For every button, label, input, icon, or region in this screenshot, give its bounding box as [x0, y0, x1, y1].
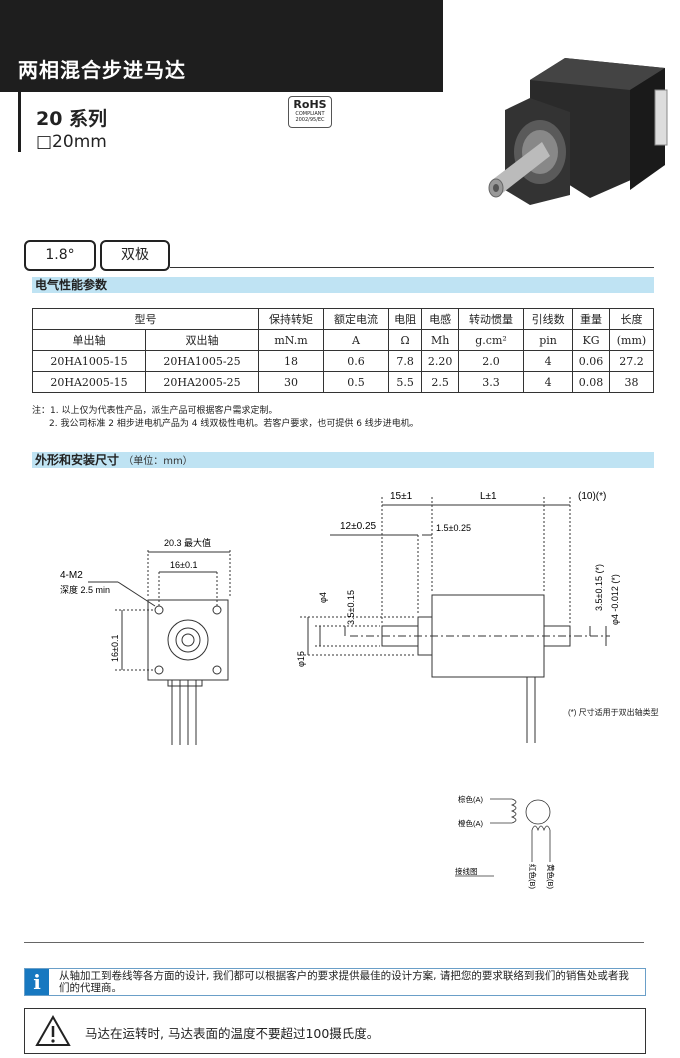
- wiring-diagram: 棕色(A) 橙色(A) 红色(B) 黄色(B) 接线图: [455, 794, 556, 889]
- dim-shaft-right: φ4 -0.012 (*): [610, 574, 620, 625]
- unit-cell: Mh: [421, 329, 460, 351]
- section-electrical: 电气性能参数: [32, 277, 654, 293]
- info-text: 从轴加工到卷线等各方面的设计, 我们都可以根据客户的要求提供最佳的设计方案, 请…: [59, 970, 629, 994]
- series-rule: [18, 92, 21, 152]
- section-dimensions: 外形和安装尺寸 （单位：mm）: [32, 452, 654, 468]
- note-2: 2. 我公司标准 2 相步进电机产品为 4 线双极性电机。若客户要求，也可提供 …: [49, 419, 419, 429]
- th-single-shaft: 单出轴: [31, 329, 147, 351]
- dim-front-height: 16±0.1: [110, 635, 120, 662]
- table-cell: 2.5: [421, 371, 460, 393]
- wire-a2: 橙色(A): [458, 818, 483, 828]
- page-title: 两相混合步进马达: [18, 58, 186, 82]
- table-cell: 18: [258, 350, 325, 372]
- table-cell: 20HA1005-15: [31, 350, 147, 372]
- dim-side-a: 15±1: [390, 491, 413, 502]
- section-dimensions-unit: （单位：mm）: [123, 456, 193, 467]
- step-angle-tag: 1.8°: [24, 240, 96, 271]
- th-inertia: 转动惯量: [458, 308, 525, 330]
- table-cell: 4: [523, 350, 574, 372]
- table-cell: 2.0: [458, 350, 525, 372]
- dim-side-c: (10)(*): [578, 491, 606, 502]
- table-cell: 3.3: [458, 371, 525, 393]
- section-electrical-title: 电气性能参数: [35, 278, 108, 292]
- table-cell: 7.8: [387, 350, 423, 372]
- unit-cell: A: [323, 329, 389, 351]
- spec-table: 型号 保持转矩 额定电流 电阻 电感 转动惯量 引线数 重量 长度 单出轴 双出…: [31, 308, 655, 393]
- table-cell: 2.20: [421, 350, 460, 372]
- table-cell: 38: [608, 371, 655, 393]
- dim-shaft: φ4: [318, 592, 328, 603]
- warning-box: 马达在运转时, 马达表面的温度不要超过100摄氏度。: [24, 1008, 646, 1054]
- rohs-line2: 2002/95/EC: [295, 117, 325, 123]
- table-cell: 0.6: [323, 350, 389, 372]
- dim-front-width: 20.3 最大值: [164, 537, 211, 548]
- th-model: 型号: [31, 308, 260, 330]
- side-view-drawing: 15±1 L±1 (10)(*) 12±0.25 1.5±0.25 φ4 3.5…: [296, 491, 620, 743]
- front-view-drawing: 20.3 最大值 16±0.1 4-M2 深度 2.5 min 16±0.1: [60, 537, 231, 745]
- th-weight: 重量: [572, 308, 610, 330]
- divider: [170, 267, 654, 268]
- th-double-shaft: 双出轴: [145, 329, 260, 351]
- unit-cell: g.cm²: [458, 329, 525, 351]
- table-cell: 5.5: [387, 371, 423, 393]
- unit-cell: Ω: [387, 329, 423, 351]
- table-row: 20HA1005-15 20HA1005-25 18 0.6 7.8 2.20 …: [31, 350, 655, 372]
- warning-icon: [35, 1015, 71, 1046]
- divider: [24, 942, 644, 943]
- wire-b1: 红色(B): [528, 864, 538, 889]
- dim-side-b: L±1: [480, 491, 497, 502]
- dim-hole-depth: 深度 2.5 min: [60, 584, 110, 595]
- th-leads: 引线数: [523, 308, 574, 330]
- rohs-mark: RoHS: [293, 98, 327, 111]
- info-box: i 从轴加工到卷线等各方面的设计, 我们都可以根据客户的要求提供最佳的设计方案,…: [24, 968, 646, 996]
- motor-photo: [488, 58, 668, 205]
- polarity-tag: 双极: [100, 240, 170, 271]
- rohs-line1: COMPLIANT: [295, 111, 325, 117]
- wire-b2: 黄色(B): [546, 864, 556, 889]
- table-cell: 0.08: [572, 371, 610, 393]
- section-dimensions-title: 外形和安装尺寸: [35, 453, 120, 467]
- table-unit-row: 单出轴 双出轴 mN.m A Ω Mh g.cm² pin KG (mm): [31, 329, 655, 351]
- series-size: □20mm: [36, 132, 107, 152]
- dim-side-d: 12±0.25: [340, 521, 377, 532]
- dim-side-e: 1.5±0.25: [436, 523, 471, 533]
- dim-hole-spec: 4-M2: [60, 570, 83, 581]
- table-cell: 0.06: [572, 350, 610, 372]
- dim-flat: 3.5±0.15: [346, 590, 356, 625]
- table-cell: 20HA2005-25: [145, 371, 260, 393]
- th-inductance: 电感: [421, 308, 460, 330]
- dim-flat-right: 3.5±0.15 (*): [594, 564, 604, 611]
- notes: 注：1. 以上仅为代表性产品，派生产品可根据客户需求定制。 2. 我公司标准 2…: [32, 405, 419, 431]
- table-cell: 20HA1005-25: [145, 350, 260, 372]
- th-rated-current: 额定电流: [323, 308, 389, 330]
- title-bar: [0, 0, 443, 92]
- dim-boss: φ15: [296, 651, 306, 667]
- footnote: (*) 尺寸适用于双出轴类型: [568, 708, 659, 717]
- wire-a1: 棕色(A): [458, 794, 483, 804]
- unit-cell: mN.m: [258, 329, 325, 351]
- table-header-row: 型号 保持转矩 额定电流 电阻 电感 转动惯量 引线数 重量 长度: [31, 308, 655, 330]
- table-cell: 30: [258, 371, 325, 393]
- rohs-badge: RoHS COMPLIANT 2002/95/EC: [288, 96, 332, 128]
- wiring-label: 接线图: [455, 866, 478, 876]
- th-length: 长度: [608, 308, 655, 330]
- dim-front-pitch: 16±0.1: [170, 560, 197, 570]
- unit-cell: pin: [523, 329, 574, 351]
- unit-cell: (mm): [608, 329, 655, 351]
- table-cell: 0.5: [323, 371, 389, 393]
- table-cell: 27.2: [608, 350, 655, 372]
- table-cell: 4: [523, 371, 574, 393]
- unit-cell: KG: [572, 329, 610, 351]
- warning-text: 马达在运转时, 马达表面的温度不要超过100摄氏度。: [85, 1026, 380, 1041]
- info-icon: i: [25, 969, 49, 995]
- th-holding-torque: 保持转矩: [258, 308, 325, 330]
- series-title: 20 系列: [36, 108, 108, 130]
- th-resistance: 电阻: [387, 308, 423, 330]
- table-row: 20HA2005-15 20HA2005-25 30 0.5 5.5 2.5 3…: [31, 371, 655, 393]
- table-cell: 20HA2005-15: [31, 371, 147, 393]
- note-1: 注：1. 以上仅为代表性产品，派生产品可根据客户需求定制。: [32, 406, 278, 416]
